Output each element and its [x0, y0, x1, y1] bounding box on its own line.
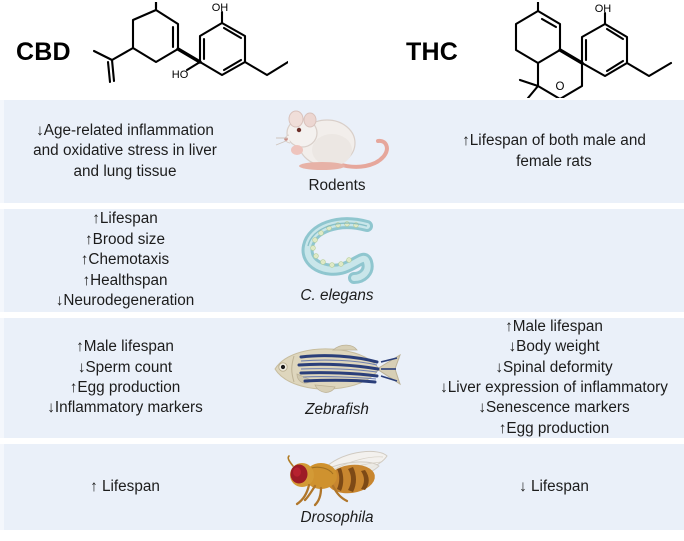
cbd-effects-celegans: ↑Lifespan ↑Brood size ↑Chemotaxis ↑Healt… [55, 210, 195, 310]
thc-oh-label: OH [595, 3, 612, 15]
rodent-mouse-illustration [275, 110, 389, 170]
thc-o-label: O [556, 81, 565, 93]
row-rodents: ↓Age-related inflammation and oxidative … [0, 100, 684, 203]
cbd-effects-zebrafish: ↑Male lifespan ↓Sperm count ↑Egg product… [47, 338, 203, 417]
organism-cell-celegans: C. elegans [250, 209, 424, 312]
organism-label-drosophila: Drosophila [300, 508, 374, 526]
organism-label-zebrafish: Zebrafish [305, 400, 369, 418]
row-celegans: ↑Lifespan ↑Brood size ↑Chemotaxis ↑Healt… [0, 209, 684, 312]
row-drosophila: ↑ Lifespan [0, 444, 684, 530]
zebrafish-illustration [274, 344, 401, 393]
organism-cell-drosophila: Drosophila [250, 444, 424, 530]
thc-title: THC [406, 38, 458, 66]
compound-header: CBD OH HO [0, 0, 684, 100]
thc-effects-rodents: ↑Lifespan of both male and female rats [462, 132, 646, 170]
cbd-oh-label: OH [212, 2, 229, 14]
organism-rows: ↓Age-related inflammation and oxidative … [0, 100, 684, 530]
drosophila-fruit-fly-illustration [286, 450, 388, 506]
cbd-structure-icon: OH HO [92, 2, 288, 84]
c-elegans-nematode-illustration [301, 217, 374, 284]
organism-cell-rodents: Rodents [250, 100, 424, 203]
cbd-title: CBD [16, 38, 71, 66]
cbd-effects-rodents: ↓Age-related inflammation and oxidative … [33, 121, 217, 180]
organism-label-celegans: C. elegans [300, 287, 374, 304]
thc-effects-drosophila: ↓ Lifespan [519, 477, 589, 495]
organism-cell-zebrafish: Zebrafish [250, 318, 424, 438]
cbd-effects-drosophila: ↑ Lifespan [90, 477, 160, 495]
cbd-ho-label: HO [172, 69, 189, 81]
thc-structure-icon: OH O [514, 2, 673, 98]
organism-label-rodents: Rodents [308, 177, 366, 194]
thc-effects-zebrafish: ↑Male lifespan ↓Body weight ↓Spinal defo… [440, 317, 668, 437]
row-zebrafish: ↑Male lifespan ↓Sperm count ↑Egg product… [0, 318, 684, 438]
